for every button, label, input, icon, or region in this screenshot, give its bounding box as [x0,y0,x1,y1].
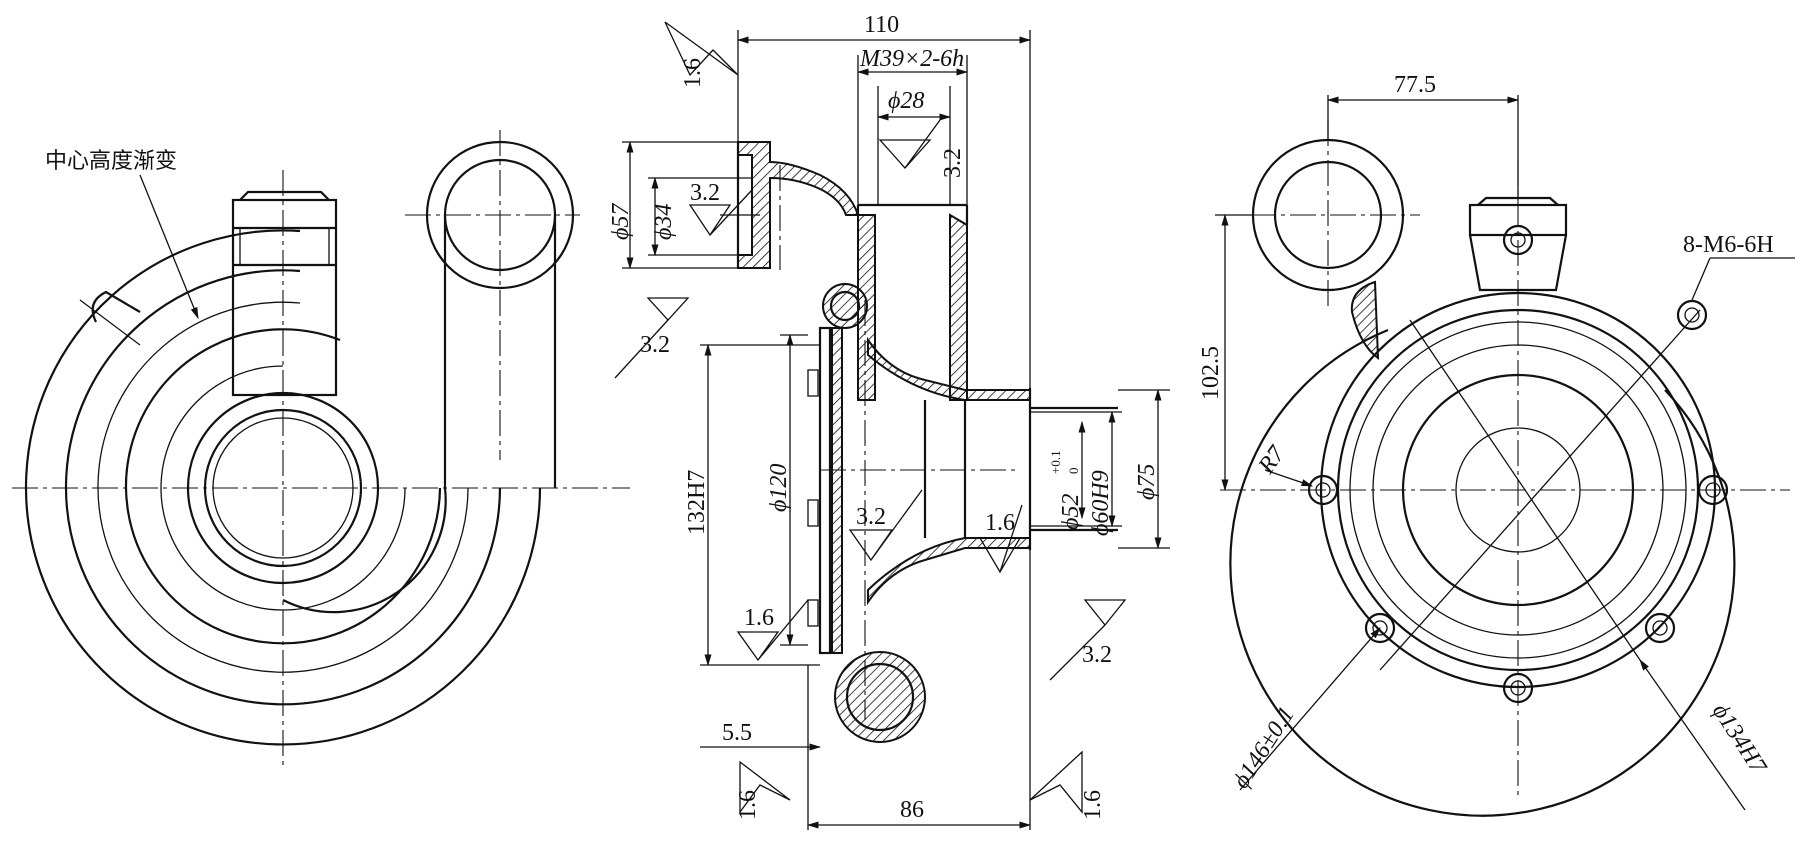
svg-text:1.6: 1.6 [744,605,774,631]
roughness-outlet-lower: 3.2 [1049,599,1127,681]
bolt-lug-bottom [1502,672,1534,704]
note-center-height: 中心高度渐变 [45,148,177,173]
dim-d52: ϕ52 [1058,494,1084,530]
bolt-lug-left [1307,474,1339,506]
roughness-bottom-left: 1.6 [735,760,791,820]
dim-d34: ϕ34 [651,204,677,240]
dim-132h7: 132H7 [684,470,710,535]
svg-text:1.6: 1.6 [985,510,1015,536]
dim-d134h7: ϕ134H7 [1707,699,1772,779]
dim-holes: 8-M6-6H [1683,232,1774,258]
dim-5-5: 5.5 [722,720,752,746]
dim-102-5: 102.5 [1198,346,1224,400]
roughness-top-left: 1.6 [664,21,739,88]
dim-110: 110 [864,12,899,38]
svg-text:1.6: 1.6 [1080,790,1106,820]
roughness-tube-top: 3.2 [878,119,966,178]
bolt-lug-right [1697,474,1729,506]
roughness-left-flange: 3.2 [614,297,690,379]
dim-86: 86 [900,797,924,823]
svg-text:3.2: 3.2 [1082,642,1112,668]
dim-d57: ϕ57 [608,203,634,240]
right-view: 77.5 102.5 R7 8-M6-6H ϕ146±0.1 ϕ134H7 [1198,72,1795,817]
dim-d28: ϕ28 [888,88,924,114]
roughness-inlet-bore: 3.2 [688,180,753,237]
dim-d146: ϕ146±0.1 [1228,702,1300,793]
roughness-inner-cone: 3.2 [848,489,923,562]
dim-thread: M39×2-6h [859,46,964,72]
section-view: 110 M39×2-6h ϕ28 ϕ57 ϕ34 132H7 ϕ120 ϕ52 … [608,12,1170,830]
bolt-lug-ur [1676,299,1708,331]
svg-text:1.6: 1.6 [680,58,706,88]
svg-text:3.2: 3.2 [690,180,720,206]
bolt-lug-lr [1644,612,1676,644]
dim-d52-upper: +0.1 [1048,450,1063,474]
left-view: 中心高度渐变 [12,130,630,770]
dim-d75: ϕ75 [1134,464,1160,500]
dim-d52-lower: 0 [1066,468,1081,475]
roughness-bottom-right: 1.6 [1029,750,1106,820]
svg-text:3.2: 3.2 [640,332,670,358]
roughness-face-lower: 1.6 [736,599,809,662]
bolt-lug-top [1502,224,1534,256]
svg-text:1.6: 1.6 [735,790,761,820]
svg-text:3.2: 3.2 [856,504,886,530]
dim-d60h9: ϕ60H9 [1088,470,1114,536]
roughness-inner-bore: 1.6 [978,504,1023,574]
dim-d120: ϕ120 [766,464,792,512]
dim-77-5: 77.5 [1394,72,1436,98]
svg-text:3.2: 3.2 [940,148,966,178]
